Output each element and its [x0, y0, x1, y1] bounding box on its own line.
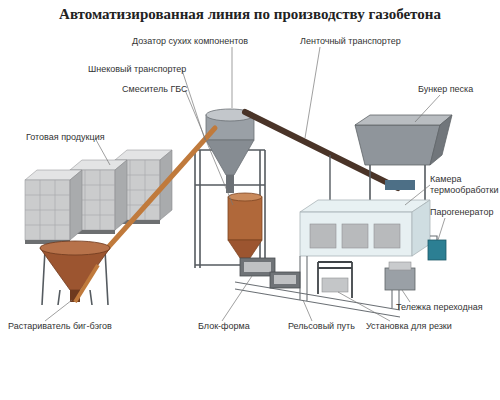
mixer-top: [228, 193, 262, 201]
part-label: Растариватель биг-бэгов: [8, 321, 112, 332]
leader-line: [185, 90, 233, 205]
bunker-feeder: [385, 180, 415, 190]
diagram-title: Автоматизированная линия по производству…: [0, 6, 500, 23]
mixer-body: [228, 197, 262, 240]
rail-track: [235, 256, 400, 317]
leader-line: [438, 218, 445, 240]
leader-line: [305, 47, 320, 138]
leader-line: [415, 95, 440, 122]
bunker-legs: [370, 165, 425, 205]
unloader-top: [40, 241, 110, 255]
screw-conveyor: [95, 128, 215, 262]
steam-generator: [428, 240, 446, 260]
part-label: Бункер песка: [418, 84, 473, 95]
cut-block: [322, 278, 348, 292]
leader-line: [222, 276, 252, 321]
chamber-top: [300, 200, 430, 212]
leader-line: [45, 300, 72, 321]
chamber-side: [412, 200, 430, 256]
part-label: Смеситель ГБС: [122, 84, 188, 95]
part-label: Дозатор сухих компонентов: [132, 36, 248, 47]
part-label: Блок-форма: [198, 321, 250, 332]
mixer-cone: [228, 240, 262, 258]
part-label: Тележка переходная: [396, 302, 483, 313]
sand-bunker: [355, 125, 440, 165]
form-mass: [274, 275, 296, 284]
unloader-screw: [75, 265, 98, 302]
part-label: Шнековый транспортер: [88, 64, 186, 75]
product-stack: [25, 170, 82, 244]
leader-line: [232, 47, 233, 108]
bunker-top: [355, 115, 452, 125]
bunker-side: [430, 115, 452, 165]
part-label: Ленточный транспортер: [300, 36, 401, 47]
chamber-block: [342, 224, 368, 248]
steam-pipe: [430, 236, 437, 240]
part-label: Камера термообработки: [430, 174, 498, 196]
transfer-trolley: [385, 268, 415, 290]
leader-line: [405, 185, 430, 205]
chamber-block: [310, 224, 336, 248]
thermo-chamber: [300, 212, 412, 256]
form-mass: [244, 262, 271, 272]
conveyor-leg: [329, 155, 330, 205]
leader-line: [402, 290, 410, 302]
block-form: [270, 272, 300, 288]
leader-line: [338, 292, 390, 321]
part-label: Рельсовый путь: [288, 321, 355, 332]
leader-line: [303, 300, 312, 321]
trolley-load: [389, 262, 411, 270]
cutting-frame: [318, 262, 352, 298]
leader-lines: [45, 47, 445, 321]
chamber-block: [374, 224, 400, 248]
part-label: Готовая продукция: [26, 132, 105, 143]
leader-line: [95, 138, 110, 165]
part-label: Установка для резки: [366, 321, 452, 332]
part-label: Парогенератор: [430, 207, 493, 218]
